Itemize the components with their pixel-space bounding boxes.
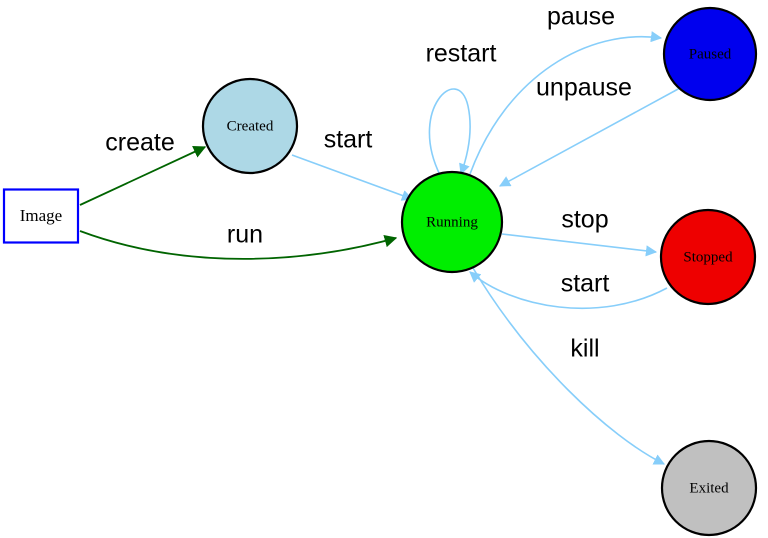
edge-label-restart: restart <box>426 40 497 68</box>
node-image[interactable] <box>2 188 80 244</box>
edge-create[interactable] <box>79 146 207 206</box>
edge-stop[interactable] <box>501 233 658 257</box>
edge-label-start-created: start <box>324 126 373 154</box>
node-label-image: Image <box>20 206 62 225</box>
edge-label-pause: pause <box>547 3 615 31</box>
node-exited[interactable] <box>660 439 758 537</box>
edge-label-create: create <box>105 129 174 157</box>
node-running[interactable] <box>400 170 504 274</box>
edge-label-start-stopped: start <box>561 270 610 298</box>
edge-start-stopped[interactable] <box>469 271 668 310</box>
edge-label-stop: stop <box>561 206 608 234</box>
node-labels-layer: Image Created Running Paused Stopped Exi… <box>20 46 733 496</box>
edge-start-created[interactable] <box>291 154 414 201</box>
edge-label-kill: kill <box>570 335 599 363</box>
edge-restart[interactable] <box>428 88 471 176</box>
node-label-paused: Paused <box>689 46 732 62</box>
edge-labels-layer: create run start pause unpause restart s… <box>105 3 632 363</box>
node-label-exited: Exited <box>689 480 729 496</box>
edges-layer <box>79 31 681 465</box>
node-label-created: Created <box>227 118 274 134</box>
node-created[interactable] <box>201 77 299 175</box>
node-stopped[interactable] <box>659 208 757 306</box>
node-label-stopped: Stopped <box>683 249 733 265</box>
node-label-running: Running <box>426 214 478 230</box>
edge-label-run: run <box>227 221 263 249</box>
nodes-layer <box>2 6 758 537</box>
node-paused[interactable] <box>662 6 758 102</box>
edge-unpause[interactable] <box>499 87 681 187</box>
edge-pause[interactable] <box>469 31 663 175</box>
edge-run[interactable] <box>79 230 398 260</box>
edge-kill[interactable] <box>472 267 666 465</box>
edge-label-unpause: unpause <box>536 74 632 102</box>
